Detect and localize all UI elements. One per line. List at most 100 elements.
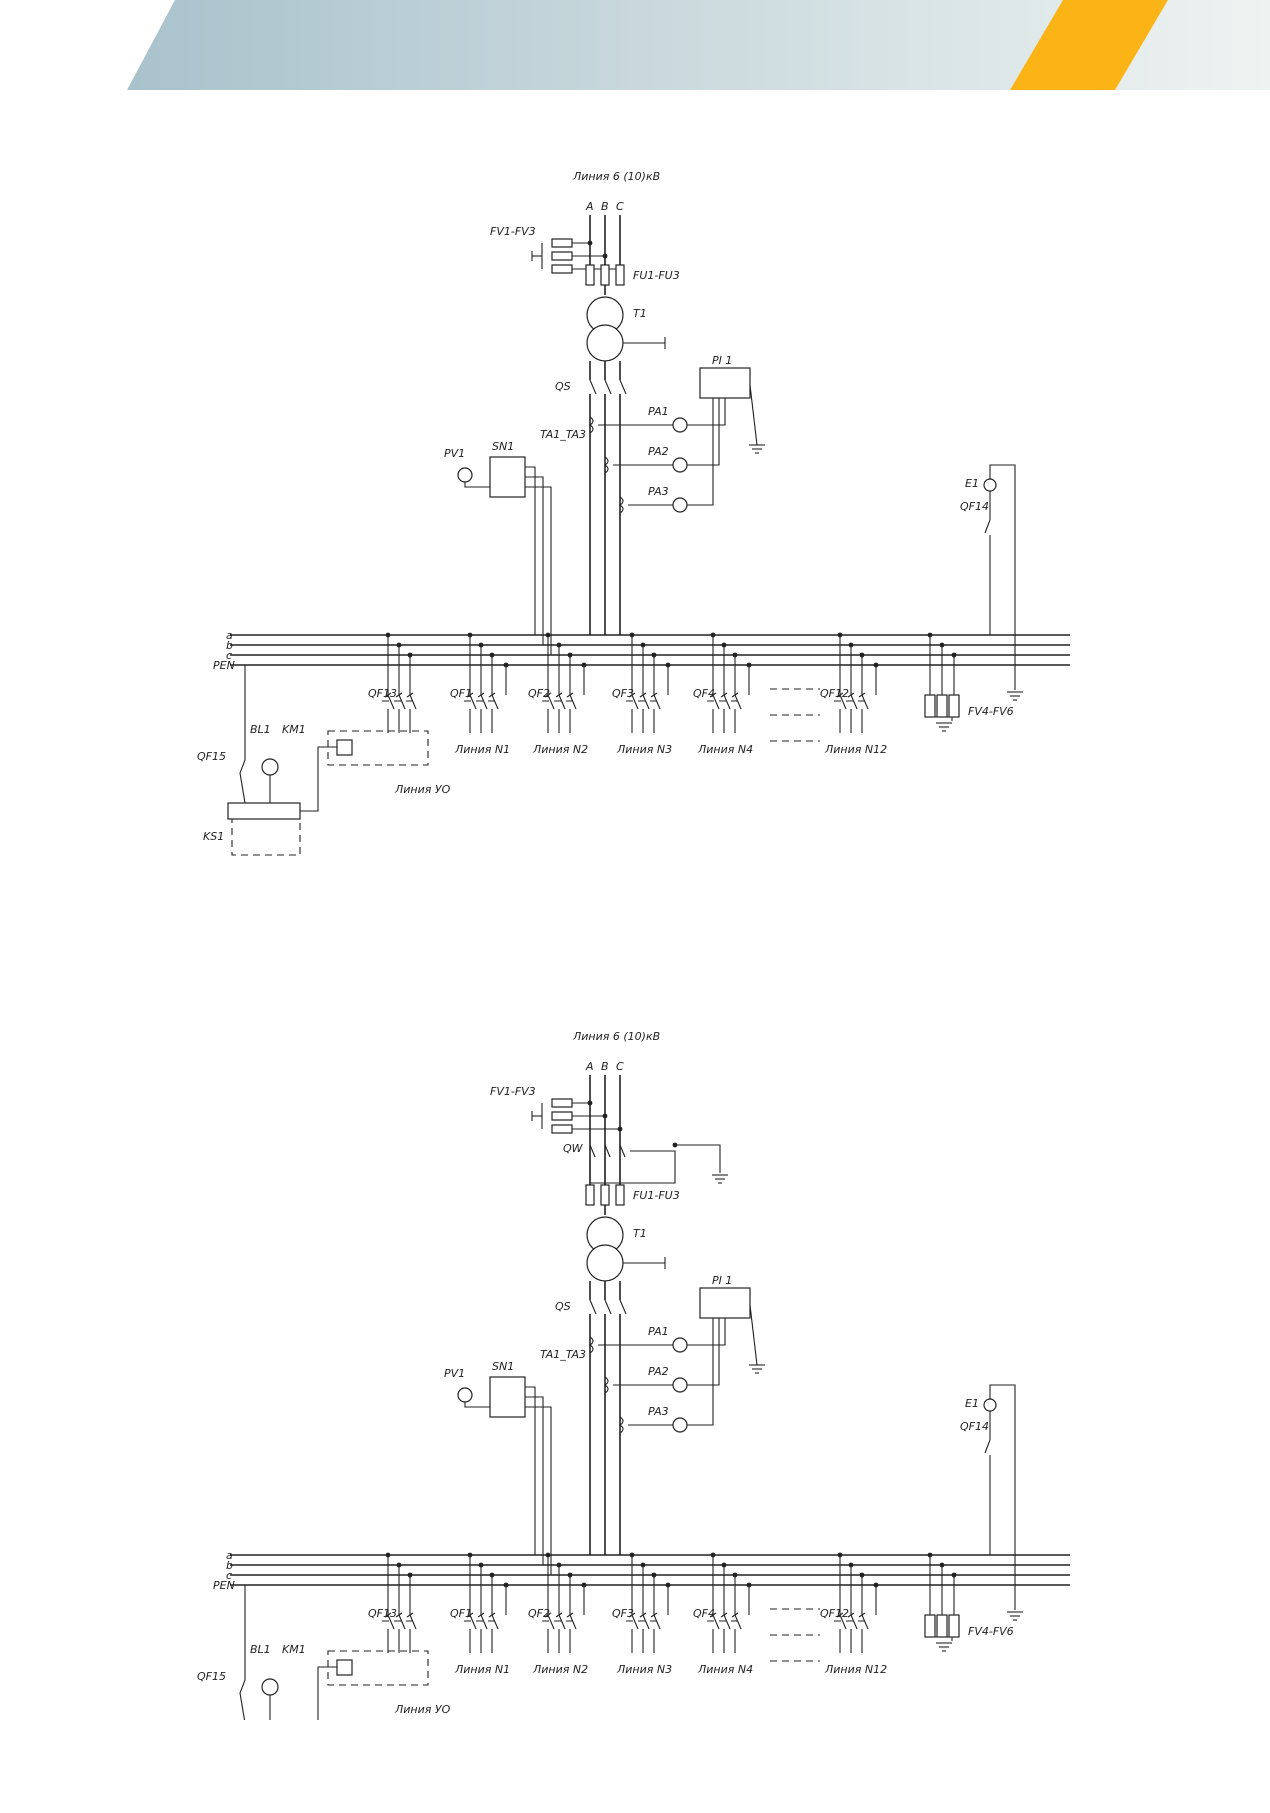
breaker-trip-mark	[847, 1612, 855, 1618]
fuse-element	[585, 1184, 595, 1206]
junction-dot	[602, 253, 608, 259]
transformer-secondary	[586, 1244, 624, 1282]
junction-dot	[939, 642, 945, 648]
meter-box	[699, 367, 751, 399]
bus-label-b: b	[226, 1559, 233, 1572]
phase-label-b: B	[601, 200, 609, 213]
breaker-trip-mark	[406, 692, 414, 698]
photo-breaker-label: QF15	[197, 1670, 226, 1683]
breaker-trip-mark	[720, 1612, 728, 1618]
breaker-contact	[569, 1614, 577, 1630]
line-label-3: Линия N3	[616, 1663, 672, 1676]
voltmeter-label: PV1	[444, 447, 465, 460]
transformer-label: T1	[633, 307, 647, 320]
breaker-label-4: QF4	[693, 687, 715, 700]
current-transformer-coil	[619, 496, 624, 514]
fuse-element	[615, 1184, 625, 1206]
meter-ground-lead	[749, 384, 758, 446]
switch-contact	[604, 1299, 612, 1315]
breaker-trip-mark	[628, 1612, 636, 1618]
arrester-bottom-label: FV4-FV6	[968, 1625, 1014, 1638]
bus-label-pen: PEN	[213, 659, 235, 672]
junction-dot	[939, 1562, 945, 1568]
junction-dot	[478, 642, 484, 648]
breaker-trip-mark	[731, 1612, 739, 1618]
meter-lead	[687, 398, 726, 426]
breaker-contact	[480, 1614, 488, 1630]
earthing-link	[675, 1144, 721, 1173]
current-transformer-coil	[589, 1336, 594, 1354]
breaker-contact	[642, 1614, 650, 1630]
meter-lead	[687, 1318, 720, 1386]
bus-label-c: c	[226, 1569, 232, 1582]
junction-dot	[478, 1562, 484, 1568]
bus-label-a: a	[226, 1549, 233, 1562]
voltmeter-switch-lead	[525, 476, 544, 645]
voltmeter-switch-label: SN1	[492, 440, 514, 453]
switch-contact	[589, 1299, 597, 1315]
breaker-contact	[734, 694, 742, 710]
junction-dot	[581, 1582, 587, 1588]
line-label-3: Линия N3	[616, 743, 672, 756]
junction-dot	[746, 662, 752, 668]
photo-breaker-lead	[239, 665, 246, 804]
breaker-contact	[712, 694, 720, 710]
ammeter-symbol	[672, 1417, 688, 1433]
breaker-contact	[558, 1614, 566, 1630]
breaker-contact	[409, 1614, 417, 1630]
voltmeter-switch-lead	[525, 466, 536, 635]
arrester-bottom-label: FV4-FV6	[968, 705, 1014, 718]
meter-lead	[687, 398, 720, 466]
breaker-contact	[469, 1614, 477, 1630]
line-label-1: Линия N1	[454, 1663, 510, 1676]
breaker-trip-mark	[720, 692, 728, 698]
feeder-breaker	[542, 685, 578, 733]
breaker-contact	[723, 694, 731, 710]
breaker-trip-mark	[384, 1612, 392, 1618]
arrester-element	[924, 1614, 936, 1638]
line-label-2: Линия N2	[532, 1663, 588, 1676]
junction-dot	[848, 1562, 854, 1568]
ground-symbol	[749, 1364, 765, 1374]
junction-dot	[665, 1582, 671, 1588]
breaker-trip-mark	[836, 1612, 844, 1618]
breaker-contact	[558, 694, 566, 710]
contactor-lead	[317, 1666, 337, 1720]
junction-dot	[710, 632, 716, 638]
arrester-common	[928, 716, 953, 721]
contactor-coil	[336, 739, 353, 756]
phase-label-a: A	[585, 200, 594, 213]
junction-dot	[651, 1572, 657, 1578]
breaker-label-1: QF1	[450, 687, 472, 700]
breaker-trip-mark	[650, 692, 658, 698]
breaker-contact	[861, 694, 869, 710]
fuse-label: FU1-FU3	[633, 269, 680, 282]
ct-label: TA1_TA3	[540, 428, 586, 441]
breaker-contact	[653, 694, 661, 710]
feeder-breaker	[707, 1605, 743, 1653]
ground-symbol	[1007, 1611, 1023, 1621]
current-transformer-coil	[604, 456, 609, 474]
junction-dot	[732, 652, 738, 658]
junction-dot	[951, 652, 957, 658]
junction-dot	[629, 1552, 635, 1558]
breaker-contact	[491, 1614, 499, 1630]
lamp-breaker-label: QF14	[960, 500, 989, 513]
breaker-trip-mark	[858, 1612, 866, 1618]
junction-dot	[721, 1562, 727, 1568]
ammeter-label-2: PA2	[648, 445, 669, 458]
junction-dot	[581, 662, 587, 668]
lamp-breaker-contact	[984, 1439, 991, 1454]
breaker-contact	[398, 694, 406, 710]
breaker-trip-mark	[731, 692, 739, 698]
feeder-breaker	[382, 1605, 418, 1653]
voltmeter-switch-box	[489, 456, 526, 498]
phase-label-c: C	[616, 200, 624, 213]
breaker-trip-mark	[628, 692, 636, 698]
breaker-trip-mark	[847, 692, 855, 698]
ammeter-symbol	[672, 1377, 688, 1393]
diagram-title: Линия 6 (10)кВ	[572, 170, 660, 183]
ammeter-label-3: PA3	[648, 1405, 669, 1418]
line-label-4: Линия N4	[697, 1663, 753, 1676]
